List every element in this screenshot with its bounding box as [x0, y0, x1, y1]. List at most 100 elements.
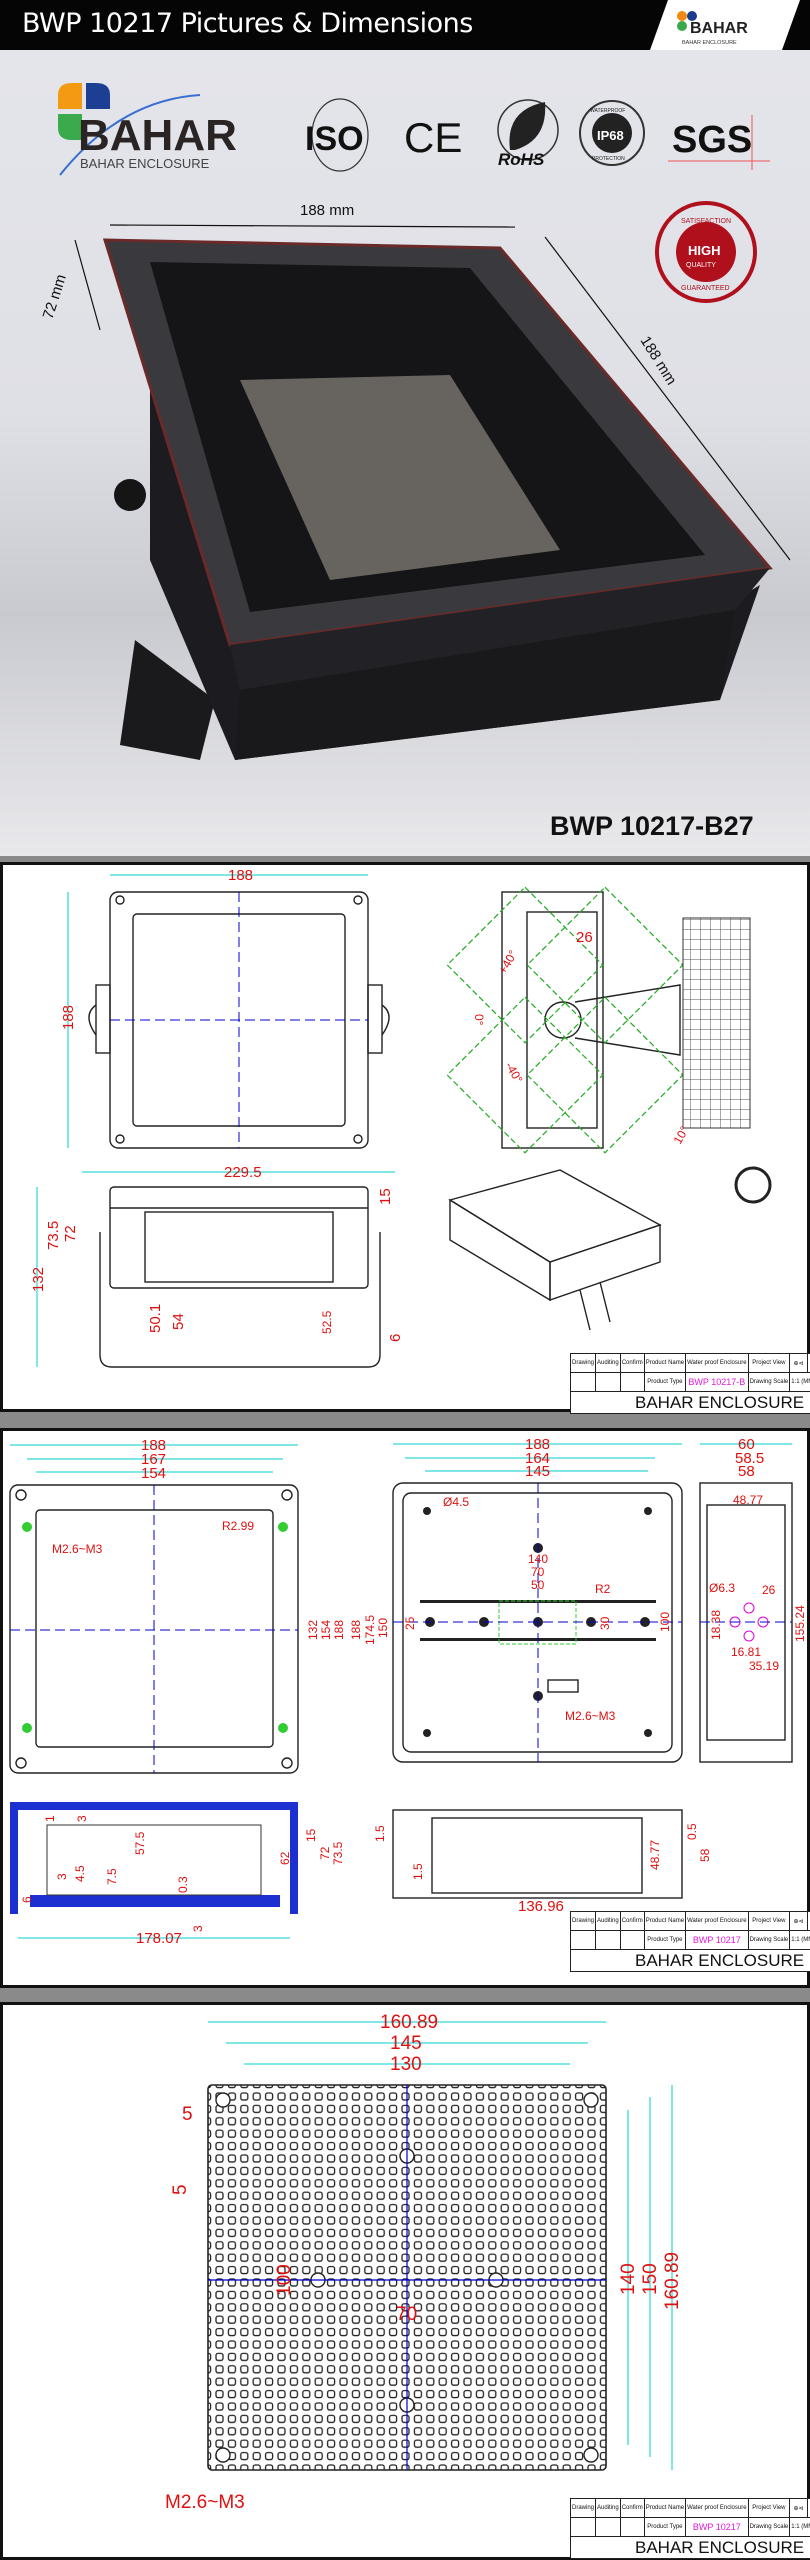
page-title: BWP 10217 Pictures & Dimensions	[22, 8, 473, 39]
ce-certification-icon: CE	[404, 114, 462, 161]
dimension-label: 1	[43, 1815, 57, 1822]
dimension-label: 1:1 (MM)	[789, 1372, 810, 1392]
dimension-label: Confirm	[619, 1353, 645, 1373]
dimension-label: GUARANTEED	[681, 285, 730, 292]
dimension-label: 160.89	[380, 2012, 438, 2033]
mounting-plate-drawing: 160.89 145 130 5 5 100 70 140 150 160.89…	[165, 2012, 683, 2513]
dimension-label: 57.5	[133, 1831, 147, 1855]
dimension-label: BAHAR	[690, 20, 748, 37]
model-label: BWP 10217-B27	[550, 811, 754, 841]
title-block-cell	[569, 2517, 597, 2537]
enclosure-photo	[102, 238, 773, 760]
dimension-label: 100	[658, 1612, 672, 1632]
dimension-label: Water proof Enclosure	[685, 1911, 749, 1931]
iso-certification-icon: ISO	[305, 98, 369, 172]
dimension-label: 16.81	[731, 1645, 761, 1659]
dimension-label: Product Name	[643, 2498, 687, 2518]
dimension-label: BAHAR ENCLOSURE	[569, 1949, 810, 1972]
dimension-label: 70	[531, 1565, 545, 1579]
dimension-label: 48.77	[648, 1840, 662, 1870]
dimension-label: 164	[525, 1450, 550, 1467]
title-block-cell	[619, 2517, 645, 2537]
dimension-label: 229.5	[224, 1164, 262, 1181]
dimension-label: 188	[332, 1620, 346, 1640]
dimension-label: 5	[182, 2104, 193, 2125]
width-label: 188 mm	[300, 202, 354, 219]
dimension-label: 58	[738, 1463, 755, 1480]
projection-icon: ⊕⊲	[789, 2498, 808, 2518]
dimension-label: Product Name	[643, 1353, 687, 1373]
dimension-label: 188	[525, 1436, 550, 1453]
dimension-label: PROTECTION	[592, 156, 625, 162]
title-block-cell	[619, 1372, 645, 1392]
dimension-label: +40°	[495, 948, 520, 977]
dimension-label: 26	[762, 1583, 776, 1597]
dimension-label: 188	[349, 1620, 363, 1640]
dimension-label: Drawing Scale	[747, 2517, 791, 2537]
dimension-label: 15	[377, 1188, 394, 1205]
dimension-label: 155.24	[793, 1605, 807, 1642]
dimension-label: 0°	[472, 1014, 486, 1026]
dimension-label: RoHS	[498, 150, 545, 169]
dimension-label: 73.5	[45, 1221, 62, 1250]
dimension-label: Product Type	[643, 1372, 687, 1392]
dimension-label: Project View	[747, 2498, 791, 2518]
drawing-sheet-2: 188 167 154 R2.99 M2.6~M3 132 154 188 18…	[0, 1428, 810, 1988]
dimension-label: 58	[698, 1848, 712, 1862]
dimension-label: BAHAR ENCLOSURE	[80, 156, 210, 171]
dimension-label: 140	[618, 2263, 639, 2295]
dimension-label: BAHAR ENCLOSURE	[682, 40, 737, 46]
section-view	[10, 1802, 298, 1914]
dimension-label: BAHAR ENCLOSURE	[569, 1391, 810, 1414]
dimension-label: 132	[306, 1620, 320, 1640]
dimension-label: CE	[404, 114, 462, 161]
height-label: 72 mm	[40, 272, 70, 321]
dimension-label: 150	[640, 2263, 661, 2295]
dimension-label: 188	[141, 1437, 166, 1454]
dimension-label: BWP 10217-B	[685, 1372, 749, 1392]
high-quality-badge: HIGH QUALITY SATISFACTION GUARANTEED	[655, 201, 757, 303]
dimension-label: Product Type	[643, 2517, 687, 2537]
product-photo-section: BAHAR BAHAR ENCLOSURE ISO CE RoHS IP68 W…	[0, 50, 810, 856]
dimension-label: BAHAR	[78, 111, 237, 160]
dimension-label: 160.89	[662, 2252, 683, 2310]
title-block-cell	[619, 1930, 645, 1950]
title-block-cell	[595, 1372, 621, 1392]
dimension-label: 174.5	[363, 1615, 377, 1645]
rohs-certification-icon: RoHS	[497, 99, 559, 169]
page-header: BWP 10217 Pictures & Dimensions BAHAR BA…	[0, 0, 810, 50]
bahar-header-logo: BAHAR BAHAR ENCLOSURE	[650, 0, 800, 50]
dimension-label: Confirm	[619, 1911, 645, 1931]
projection-icon: ⊕⊲	[789, 1353, 808, 1373]
dimension-label: 72	[318, 1846, 332, 1860]
drawing-sheet-3: 160.89 145 130 5 5 100 70 140 150 160.89…	[0, 2002, 810, 2560]
sgs-certification-icon: SGS	[668, 115, 770, 170]
dimension-label: 0.5	[685, 1823, 699, 1840]
dimension-label: 145	[390, 2033, 422, 2054]
drawing-sheet-1: 188 188 229.5 132 73.5 72 15 50.1 54 52.…	[0, 862, 810, 1414]
title-block-cell	[595, 1930, 621, 1950]
dimension-label: Water proof Enclosure	[685, 1353, 749, 1373]
wall-hatch	[682, 917, 751, 1129]
dimension-label: 145	[525, 1463, 550, 1480]
dimension-label: M2.6~M3	[165, 2492, 245, 2513]
dimension-label: 3	[191, 1925, 205, 1932]
title-block-cell	[595, 2517, 621, 2537]
dimension-drawing: 188 167 154 R2.99 M2.6~M3 132 154 188 18…	[9, 1436, 807, 1947]
dimension-label: Auditing	[595, 1911, 621, 1931]
dimension-arrows	[74, 224, 791, 561]
dimension-label: 130	[390, 2054, 422, 2075]
dimension-label: 1:1 (MM)	[789, 1930, 810, 1950]
dimension-label: BWP 10217	[685, 1930, 749, 1950]
dimension-label: 140	[528, 1552, 548, 1566]
dimension-label: SGS	[672, 119, 752, 161]
dimension-label: 6	[387, 1334, 404, 1342]
bahar-logo: BAHAR BAHAR ENCLOSURE	[58, 83, 237, 176]
dimension-label: Product Name	[643, 1911, 687, 1931]
dimension-label: Drawing Scale	[747, 1930, 791, 1950]
dimension-label: Auditing	[595, 1353, 621, 1373]
dimension-label: 188	[228, 867, 253, 884]
dimension-label: 18.38	[709, 1610, 723, 1640]
dimension-label: 150	[376, 1618, 390, 1638]
